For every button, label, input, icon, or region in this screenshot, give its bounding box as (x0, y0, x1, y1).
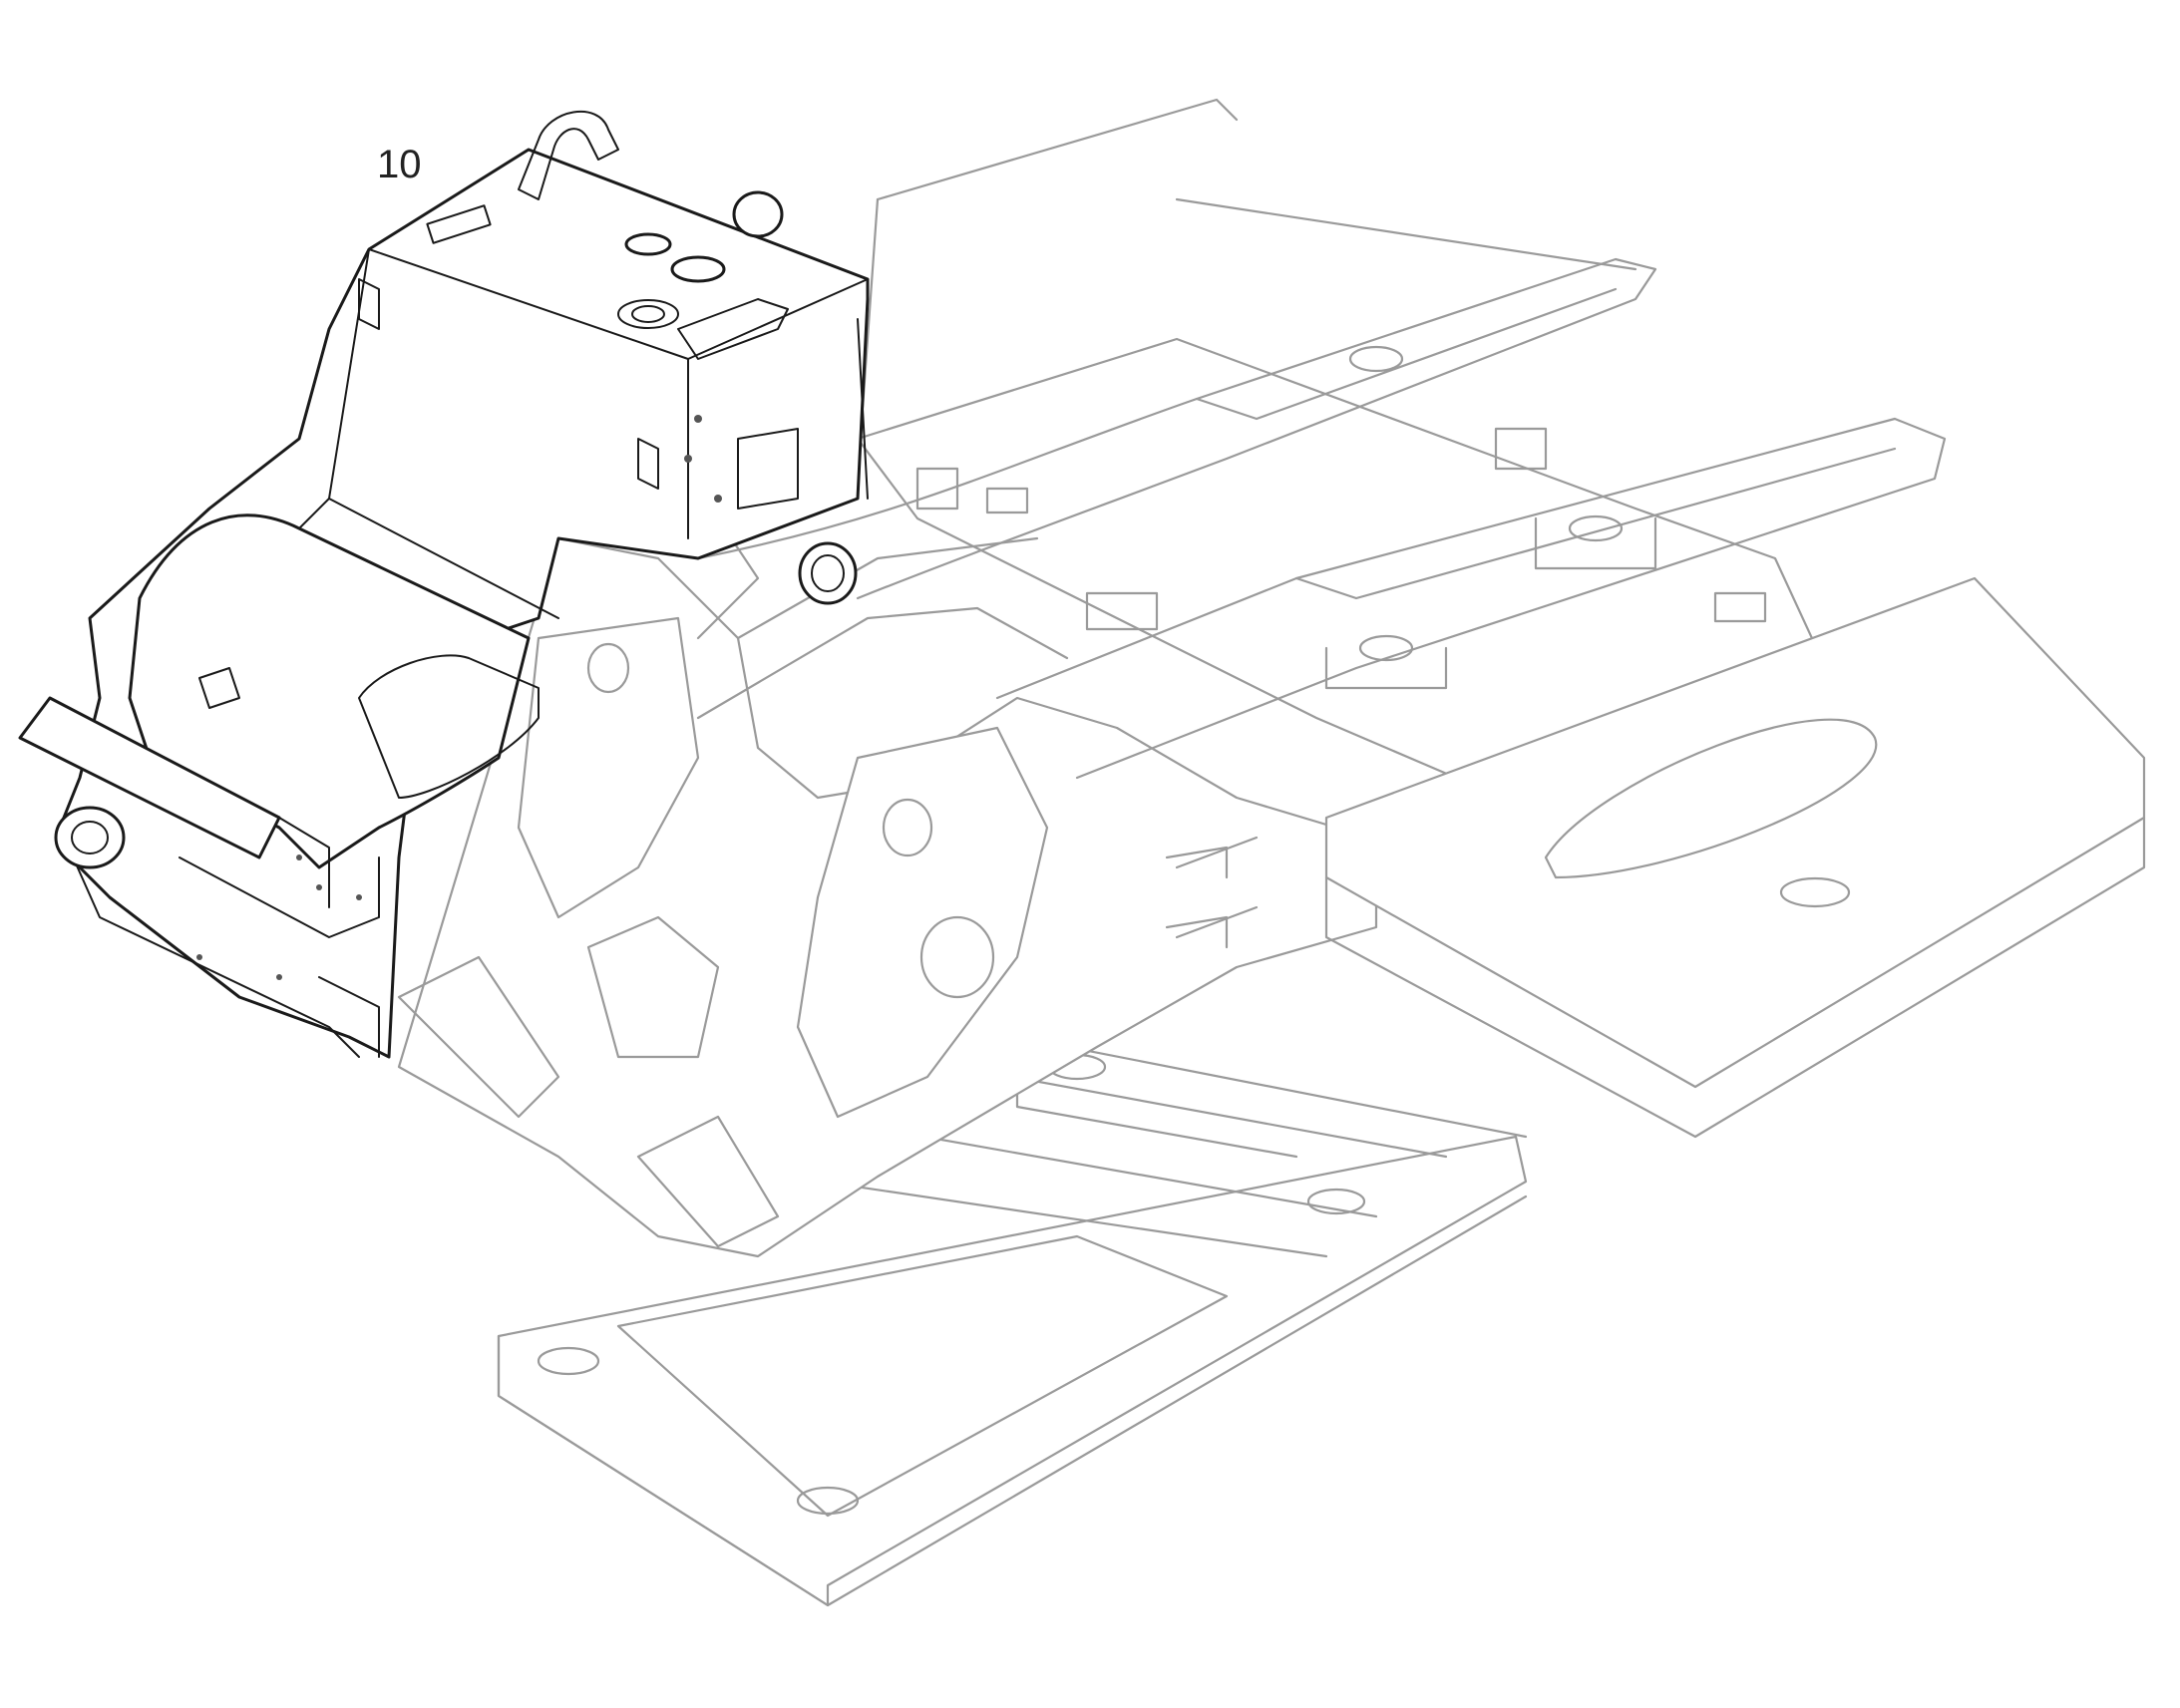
main-chassis-frame (397, 516, 1378, 1258)
counterweight-tank-assembly (18, 111, 870, 1059)
upper-frame-rails (696, 98, 2146, 1139)
callout-label-10: 10 (377, 143, 422, 186)
